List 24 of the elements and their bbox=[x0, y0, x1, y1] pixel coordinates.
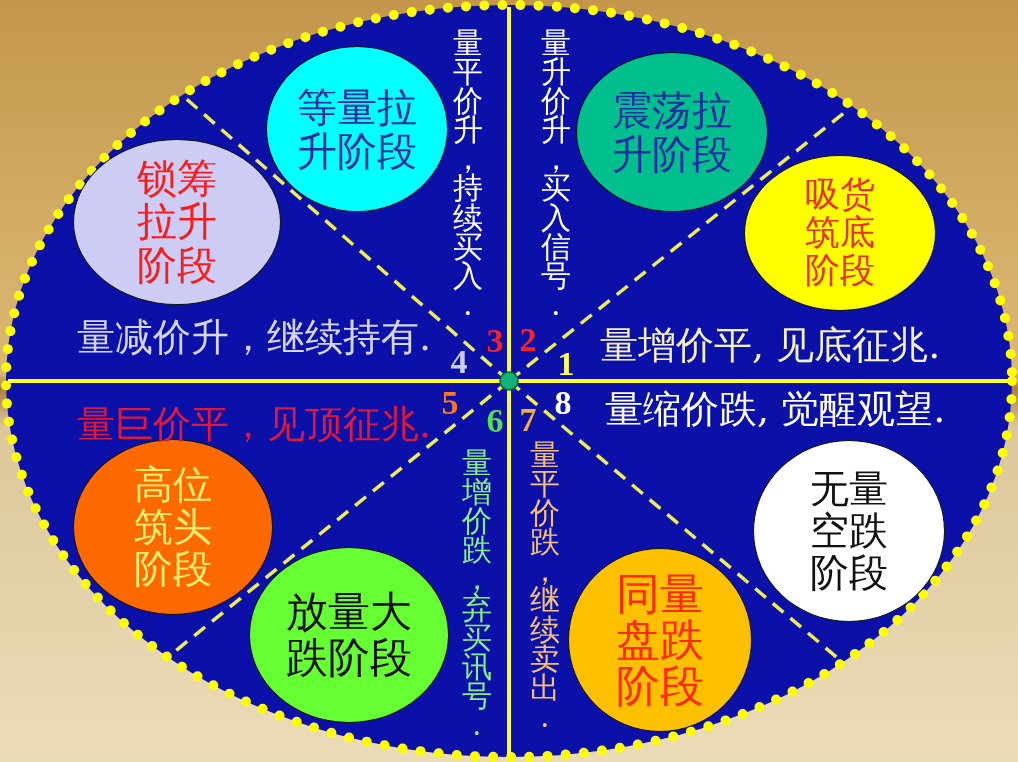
signal-text: 量增价平, 见底征兆. bbox=[600, 326, 941, 364]
signal-text: 量缩价跌, 觉醒观望. bbox=[605, 390, 946, 428]
signal-text: 量增价跌，弃买讯号. bbox=[461, 448, 493, 739]
signal-text: 量平价升，持续买入. bbox=[452, 28, 484, 319]
signal-text: 量平价跌，继续卖出. bbox=[529, 440, 561, 731]
stage-label: 高位筑头阶段 bbox=[133, 463, 213, 591]
stage-label: 锁筹拉升阶段 bbox=[136, 157, 218, 287]
stage-label: 放量大跌阶段 bbox=[285, 588, 413, 682]
signal-text: 量升价升，买入信号. bbox=[540, 28, 572, 319]
stage-label: 吸货筑底阶段 bbox=[804, 176, 876, 290]
sector-number: 8 bbox=[554, 386, 572, 420]
sector-number: 3 bbox=[486, 324, 504, 358]
stage-label: 震荡拉升阶段 bbox=[611, 88, 733, 176]
sector-number: 5 bbox=[441, 386, 459, 420]
sector-number: 7 bbox=[519, 403, 537, 437]
stage-label: 等量拉升阶段 bbox=[296, 85, 418, 173]
stage-label: 同量盘跌阶段 bbox=[615, 570, 705, 710]
stage-label: 无量空跌阶段 bbox=[809, 467, 889, 595]
sector-number: 1 bbox=[557, 347, 575, 381]
sector-number: 4 bbox=[450, 345, 468, 379]
sector-number: 2 bbox=[519, 323, 537, 357]
signal-text: 量巨价平，见顶征兆. bbox=[77, 405, 432, 443]
signal-text: 量减价升，继续持有. bbox=[77, 318, 432, 356]
sector-number: 6 bbox=[486, 404, 504, 438]
